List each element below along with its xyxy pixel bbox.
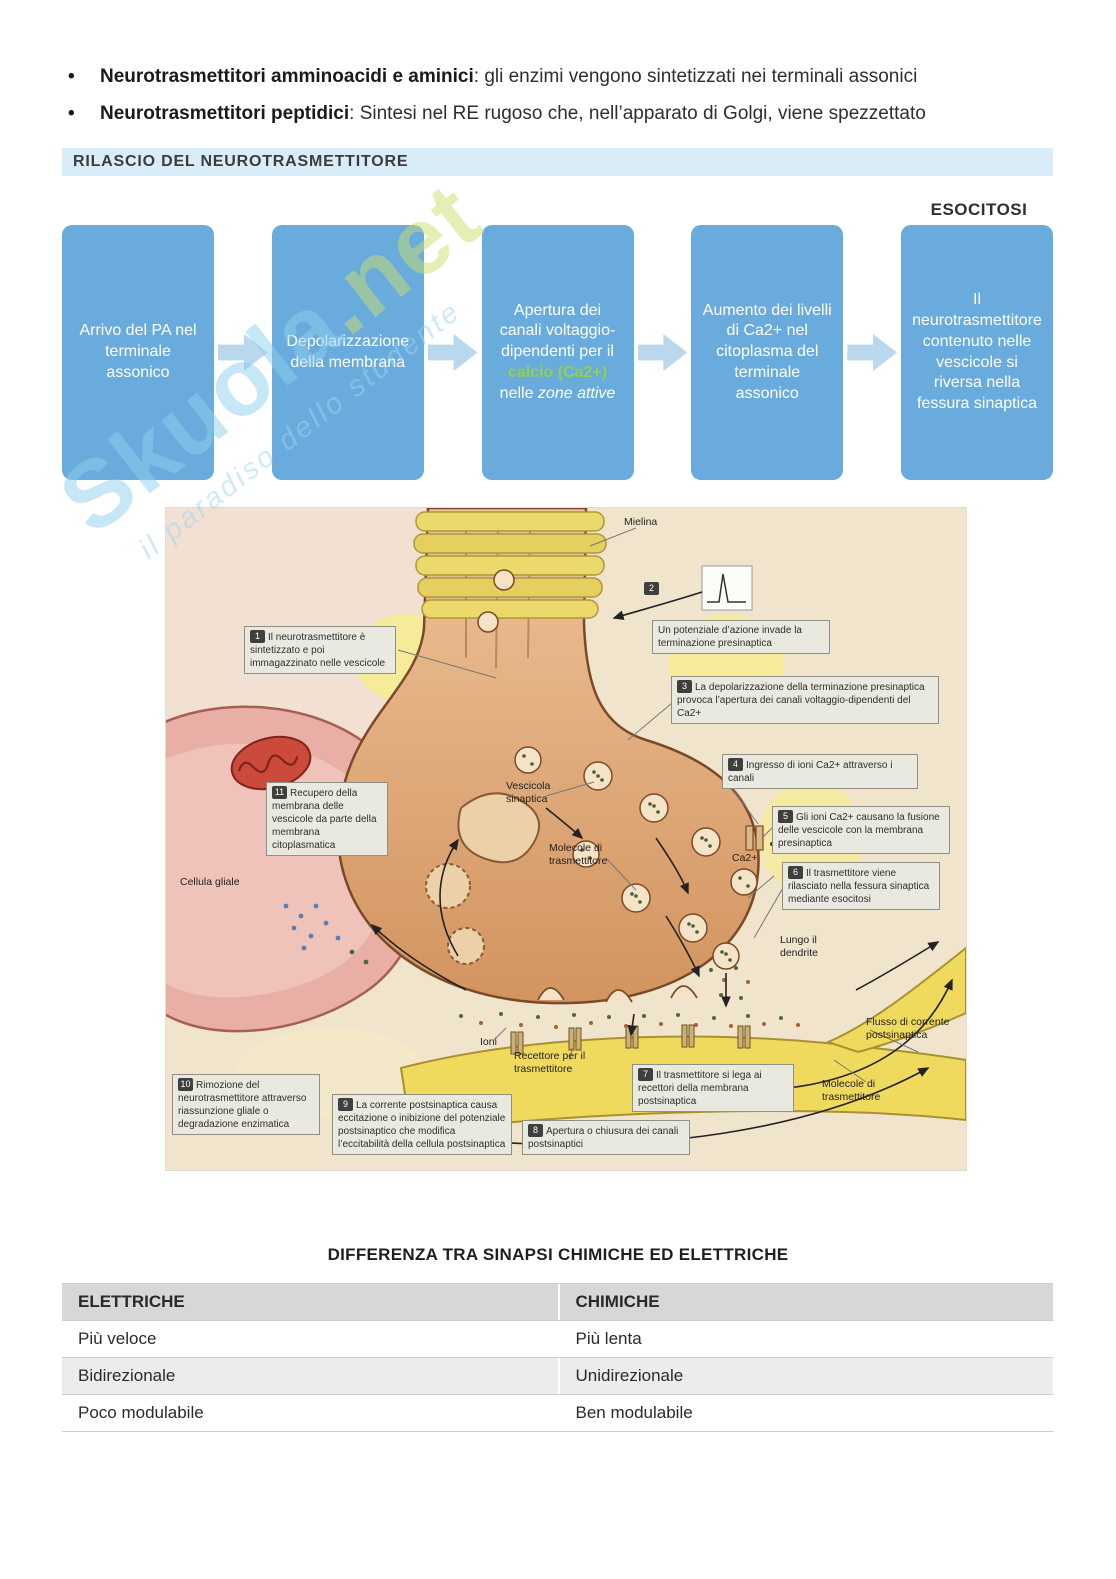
flow-step-3: Apertura dei canali voltaggio-dipendenti… xyxy=(481,225,634,480)
bullet-list: • Neurotrasmettitori amminoacidi e amini… xyxy=(68,58,1068,132)
callout-10-text: Rimozione del neurotrasmettitore attrave… xyxy=(178,1080,307,1130)
comparison-table: ELETTRICHE CHIMICHE Più veloce Più lenta… xyxy=(62,1283,1053,1432)
bullet-text: Neurotrasmettitori peptidici: Sintesi ne… xyxy=(100,95,926,132)
flow-step-3-italic: zone attive xyxy=(537,384,616,402)
step-badge: 7 xyxy=(638,1068,653,1081)
step-badge: 3 xyxy=(677,680,692,693)
table-header-elettriche: ELETTRICHE xyxy=(78,1292,185,1311)
table-title: DIFFERENZA TRA SINAPSI CHIMICHE ED ELETT… xyxy=(327,1245,789,1264)
step-badge: 5 xyxy=(778,810,793,823)
flow-step-4-text: Aumento dei livelli di Ca2+ nel citoplas… xyxy=(702,301,832,402)
arrow-right-icon xyxy=(427,334,478,371)
label-recettore: Recettore per il trasmettitore xyxy=(514,1050,586,1075)
step-badge: 11 xyxy=(272,786,287,799)
step-badge: 1 xyxy=(250,630,265,643)
label-ca2: Ca2+ xyxy=(732,852,758,864)
label-vescicola-sinaptica: Vescicola sinaptica xyxy=(506,780,551,805)
table-cell: Bidirezionale xyxy=(78,1366,176,1385)
flow-step-3-text: Apertura dei canali voltaggio-dipendenti… xyxy=(492,301,624,405)
calcium-channel xyxy=(745,825,764,851)
flow-step-4: Aumento dei livelli di Ca2+ nel citoplas… xyxy=(691,225,844,480)
flow-step-3-green: calcio (Ca2+) xyxy=(507,363,608,381)
table-row: Poco modulabile Ben modulabile xyxy=(62,1395,1053,1432)
label-ioni: Ioni xyxy=(480,1036,497,1048)
transmitter-molecules-cleft xyxy=(459,966,800,1029)
callout-8-text: Apertura o chiusura dei canali postsinap… xyxy=(528,1126,679,1150)
callout-11-text: Recupero della membrana delle vescicole … xyxy=(272,788,377,851)
arrow-right-icon xyxy=(218,334,268,371)
label-cellula-gliale: Cellula gliale xyxy=(180,876,240,888)
flowchart: Arrivo del PA nel terminale assonico Dep… xyxy=(62,225,1053,480)
action-potential-inset xyxy=(701,565,753,611)
label-mielina: Mielina xyxy=(624,516,658,528)
arrow-right-icon xyxy=(847,334,897,371)
callout-3-text: La depolarizzazione della terminazione p… xyxy=(677,682,925,719)
flow-step-3-part2: nelle xyxy=(499,384,538,402)
flow-step-5-text: Il neurotrasmettitore contenuto nelle ve… xyxy=(912,291,1042,413)
callout-5-text: Gli ioni Ca2+ causano la fusione delle v… xyxy=(778,812,940,849)
esocitosi-label: ESOCITOSI xyxy=(930,200,1028,219)
label-molecole-trasmettitore: Molecole di trasmettitore xyxy=(549,842,608,867)
table-cell: Più veloce xyxy=(78,1329,157,1348)
flow-step-2-text: Depolarizzazione della membrana xyxy=(286,332,410,371)
callout-4-text: Ingresso di ioni Ca2+ attraverso i canal… xyxy=(728,760,893,784)
bullet-item: • Neurotrasmettitori amminoacidi e amini… xyxy=(68,58,1068,95)
flow-step-3-part1: Apertura dei canali voltaggio-dipendenti… xyxy=(499,301,616,361)
label-molecole-trasmettitore-2: Molecole di trasmettitore xyxy=(822,1078,881,1103)
callout-6-text: Il trasmettitore viene rilasciato nella … xyxy=(788,868,930,905)
step-badge: 6 xyxy=(788,866,803,879)
reuptake-molecules xyxy=(283,903,369,965)
flow-step-5: Il neurotrasmettitore contenuto nelle ve… xyxy=(901,225,1053,480)
table-cell: Poco modulabile xyxy=(78,1403,204,1422)
step-badge: 4 xyxy=(728,758,743,771)
step-badge: 9 xyxy=(338,1098,353,1111)
bullet-bold-text: Neurotrasmettitori amminoacidi e aminici xyxy=(100,66,474,87)
arrow-right-icon xyxy=(637,334,688,371)
step-badge: 10 xyxy=(178,1078,193,1091)
bullet-rest-text: : gli enzimi vengono sintetizzati nei te… xyxy=(473,66,918,87)
table-cell: Unidirezionale xyxy=(557,1358,1054,1394)
table-header-chimiche: CHIMICHE xyxy=(557,1284,1054,1320)
section-header: RILASCIO DEL NEUROTRASMETTITORE xyxy=(62,148,1053,176)
bullet-item: • Neurotrasmettitori peptidici: Sintesi … xyxy=(68,95,1068,132)
table-row: Più veloce Più lenta xyxy=(62,1321,1053,1358)
table-header-row: ELETTRICHE CHIMICHE xyxy=(62,1284,1053,1321)
flow-step-1: Arrivo del PA nel terminale assonico xyxy=(62,225,214,480)
flow-step-1-text: Arrivo del PA nel terminale assonico xyxy=(79,322,197,381)
receptor-channels xyxy=(510,1024,751,1055)
bullet-marker: • xyxy=(68,66,75,87)
table-row: Bidirezionale Unidirezionale xyxy=(62,1358,1053,1395)
myelin-sheath xyxy=(413,511,607,619)
flow-step-2: Depolarizzazione della membrana xyxy=(271,225,424,480)
bullet-rest-text: : Sintesi nel RE rugoso che, nell’appara… xyxy=(349,103,926,124)
synaptic-vesicles xyxy=(477,569,758,970)
callout-7-text: Il trasmettitore si lega ai recettori de… xyxy=(638,1070,762,1107)
step-badge: 8 xyxy=(528,1124,543,1137)
vesicle-contents xyxy=(522,754,750,962)
bullet-text: Neurotrasmettitori amminoacidi e aminici… xyxy=(100,58,917,95)
callout-2-text: Un potenziale d’azione invade la termina… xyxy=(658,625,802,649)
label-flusso-corrente: Flusso di corrente postsinaptica xyxy=(866,1016,950,1041)
callout-2: Un potenziale d’azione invade la termina… xyxy=(652,620,830,654)
callout-9-text: La corrente postsinaptica causa eccitazi… xyxy=(338,1100,506,1150)
callout-1-text: Il neurotrasmettitore è sintetizzato e p… xyxy=(250,632,386,669)
fusion-sites xyxy=(537,985,698,1003)
label-lungo-dendrite: Lungo il dendrite xyxy=(780,934,818,959)
bullet-bold-text: Neurotrasmettitori peptidici xyxy=(100,103,350,124)
step-badge-2: 2 xyxy=(644,582,659,595)
table-cell: Più lenta xyxy=(557,1321,1054,1357)
table-cell: Ben modulabile xyxy=(557,1395,1054,1431)
bullet-marker: • xyxy=(68,103,75,124)
